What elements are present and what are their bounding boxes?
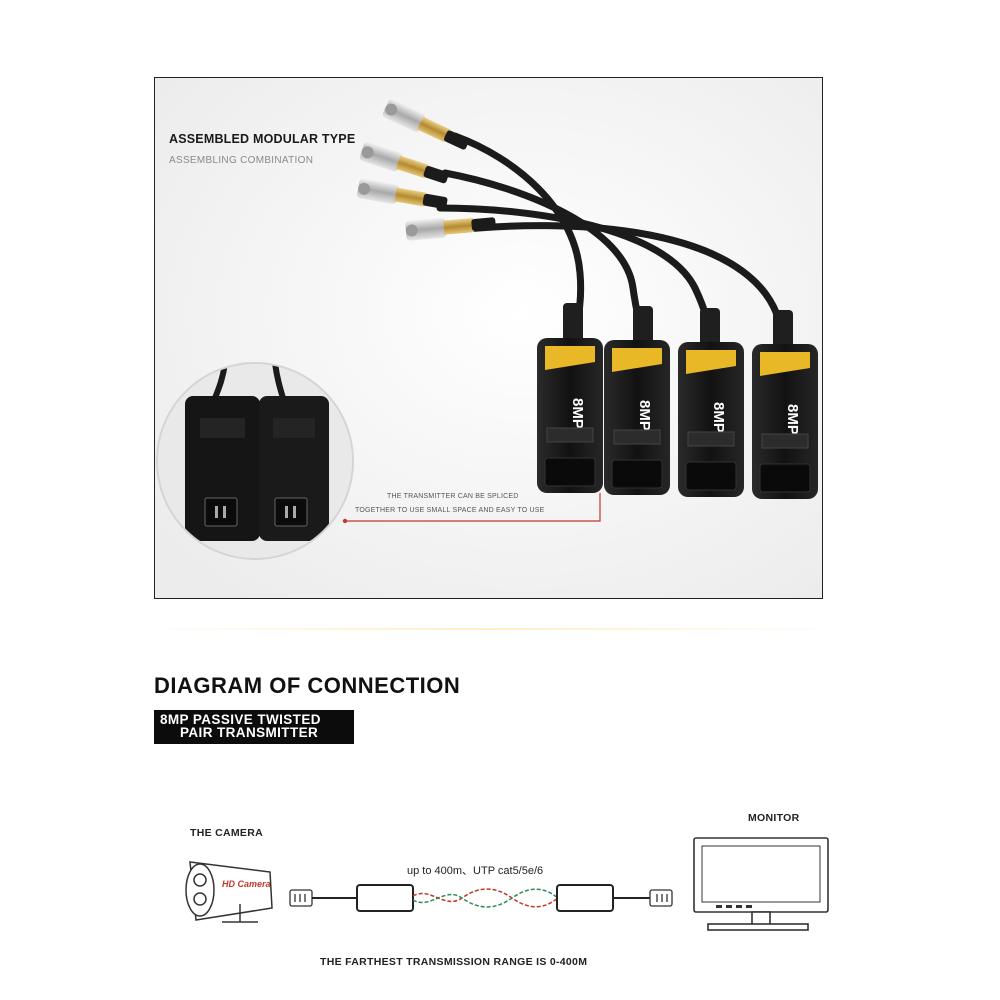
transmitter-right [556,884,614,912]
photo-subtitle: ASSEMBLING COMBINATION [169,155,314,166]
monitor-icon [693,837,829,931]
product-banner: 8MP PASSIVE TWISTED PAIR TRANSMITTER [154,710,354,744]
camera-label: THE CAMERA [190,827,263,839]
range-note: THE FARTHEST TRANSMISSION RANGE IS 0-400… [320,956,588,968]
diagram-title: DIAGRAM OF CONNECTION [154,673,461,698]
leader-line [345,493,601,522]
transmitter-modules: 8MP 8MP 8MP 8MP [537,338,818,499]
banner-line1: 8MP PASSIVE TWISTED [160,712,321,727]
transmitter-left [356,884,414,912]
product-illustration: 8MP 8MP 8MP 8MP [155,78,822,598]
leader-dot [342,518,348,524]
module-label-4: 8MP [784,404,801,435]
module-label-2: 8MP [636,400,653,431]
splice-note-line2: TOGETHER TO USE SMALL SPACE AND EASY TO … [355,507,545,514]
monitor-label: MONITOR [748,812,800,824]
rj45-connector-left [289,889,313,907]
banner-line2: PAIR TRANSMITTER [180,725,319,740]
zoom-detail-circle [156,362,354,560]
module-label-3: 8MP [710,402,727,433]
twisted-pair-green [412,888,561,908]
module-label-1: 8MP [569,398,586,429]
bnc-connectors [357,99,496,241]
product-photo: 8MP 8MP 8MP 8MP [154,77,823,599]
section-divider [130,628,850,630]
splice-note-line1: THE TRANSMITTER CAN BE SPLICED [387,493,519,500]
twisted-pair-red [412,888,561,908]
cable-note: up to 400m、UTP cat5/5e/6 [407,865,544,877]
strain-reliefs [563,303,793,355]
camera-brand: HD Camera [222,879,271,889]
camera-icon [185,861,273,923]
rj45-connector-right [649,889,673,907]
photo-title: ASSEMBLED MODULAR TYPE [169,132,356,146]
